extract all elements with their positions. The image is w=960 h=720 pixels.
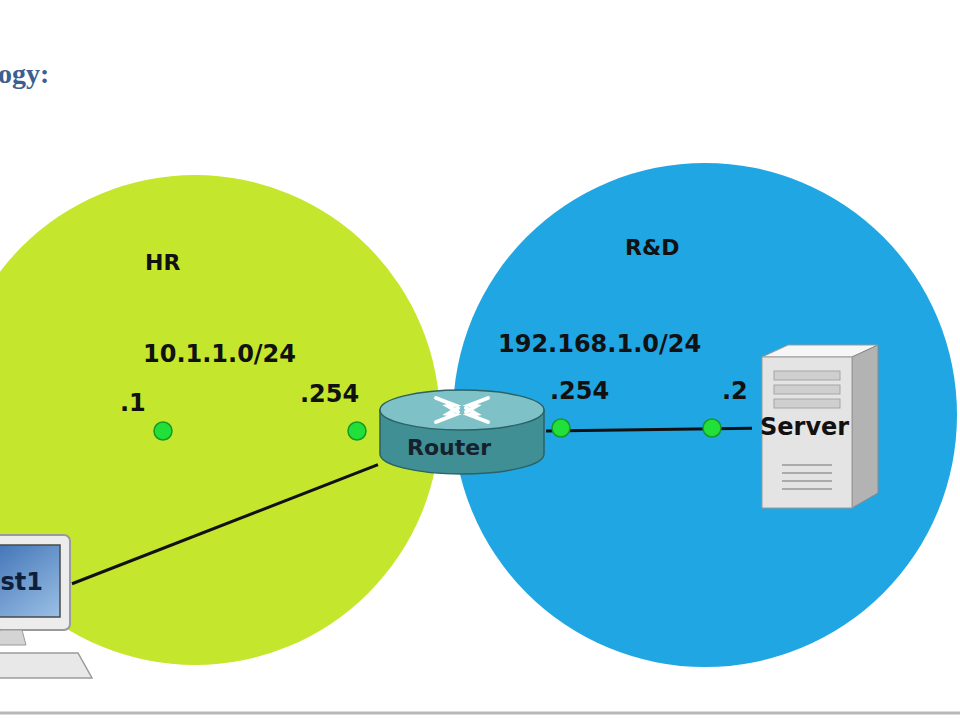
drive-bay xyxy=(774,399,840,408)
node-label: HR xyxy=(145,250,180,275)
vent-line xyxy=(782,464,832,466)
monitor-screen xyxy=(0,545,60,617)
node-label: Server xyxy=(760,413,849,441)
interface-address: .1 xyxy=(120,389,146,417)
host-computer-outline xyxy=(0,535,72,680)
router-top xyxy=(380,390,544,430)
interface-address: .2 xyxy=(722,377,748,405)
vent-line xyxy=(782,480,832,482)
router-device: Router xyxy=(378,388,546,476)
diagram-title: ogy: xyxy=(0,58,49,90)
interface-address: .254 xyxy=(300,380,359,408)
router-arrow xyxy=(466,408,488,422)
subnet-label: 192.168.1.0/24 xyxy=(498,330,701,358)
zone-circle xyxy=(0,175,440,665)
subnet-label: 10.1.1.0/24 xyxy=(143,340,296,368)
interface-address: .254 xyxy=(550,377,609,405)
monitor-stand xyxy=(0,630,26,645)
server-tower: Server xyxy=(752,345,880,510)
monitor-frame xyxy=(0,535,70,630)
drive-bay xyxy=(774,385,840,394)
drive-bay xyxy=(774,371,840,380)
server-side xyxy=(852,345,878,508)
node-label: R&D xyxy=(625,235,679,260)
vent-line xyxy=(782,472,832,474)
host-computer: Host1 xyxy=(0,535,72,680)
keyboard-base xyxy=(0,653,92,678)
zone-circle xyxy=(453,163,957,667)
node-label: Router xyxy=(407,435,491,460)
router-arrow xyxy=(436,408,458,422)
router-device-outline xyxy=(378,388,546,476)
vent-line xyxy=(782,488,832,490)
bottom-rule xyxy=(0,712,960,715)
node-label: Host1 xyxy=(0,568,43,596)
zone-circle: HR Host1 xyxy=(0,175,440,665)
